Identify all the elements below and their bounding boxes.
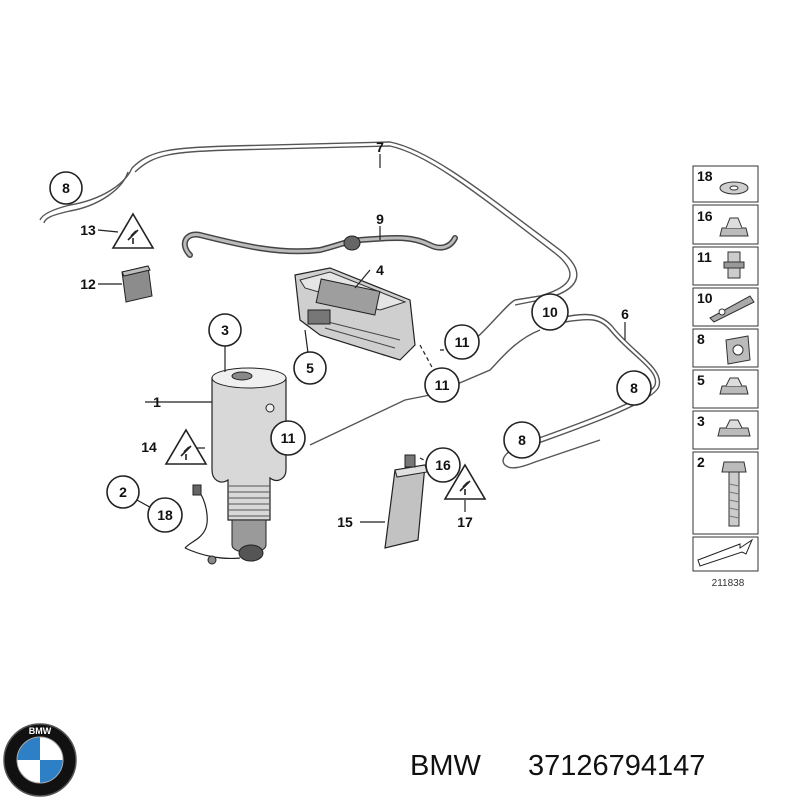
callout-16: 16 — [425, 447, 461, 483]
label-13: 13 — [80, 222, 96, 238]
callout-18: 18 — [147, 497, 183, 533]
callout-11-lower: 11 — [270, 420, 306, 456]
svg-text:5: 5 — [306, 360, 314, 376]
panel-label-16: 16 — [697, 208, 713, 224]
air-line-7 — [39, 141, 578, 306]
warning-triangle-13 — [111, 212, 155, 249]
bmw-logo-letters: BMW — [29, 726, 52, 736]
air-spring-strut — [211, 367, 287, 562]
sensor-wire — [184, 484, 241, 565]
panel-label-8: 8 — [697, 331, 705, 347]
panel-nut-3 — [717, 419, 751, 437]
panel-fitting-11 — [723, 251, 745, 279]
panel-label-11: 11 — [697, 249, 712, 265]
svg-text:11: 11 — [455, 334, 470, 350]
control-unit — [384, 454, 428, 549]
relay — [121, 265, 153, 303]
panel-washer — [719, 181, 749, 195]
warning-triangle-14 — [164, 428, 208, 465]
svg-text:10: 10 — [542, 304, 558, 320]
panel-bracket-8 — [725, 335, 751, 365]
callout-2: 2 — [106, 475, 140, 509]
label-12: 12 — [80, 276, 96, 292]
label-15: 15 — [337, 514, 353, 530]
label-1: 1 — [153, 394, 161, 410]
panel-label-5: 5 — [697, 372, 705, 388]
panel-label-18: 18 — [697, 168, 713, 184]
panel-nut-5 — [719, 377, 749, 395]
panel-nut-16 — [719, 217, 749, 237]
label-7: 7 — [376, 139, 384, 155]
caption-part-number: 37126794147 — [528, 750, 705, 782]
svg-text:16: 16 — [435, 457, 451, 473]
air-compressor — [294, 267, 416, 361]
panel-label-10: 10 — [697, 290, 713, 306]
svg-text:3: 3 — [221, 322, 229, 338]
panel-label-3: 3 — [697, 413, 705, 429]
svg-text:8: 8 — [62, 180, 70, 196]
callout-3: 3 — [208, 313, 242, 347]
bmw-logo: BMW — [3, 723, 77, 797]
label-9: 9 — [376, 211, 384, 227]
panel-label-2: 2 — [697, 454, 705, 470]
leader-lines — [97, 154, 626, 523]
callout-11-upper: 11 — [444, 324, 480, 360]
panel-clip-10 — [709, 295, 755, 323]
svg-text:8: 8 — [518, 432, 526, 448]
caption-brand: BMW — [410, 750, 482, 782]
svg-text:18: 18 — [157, 507, 173, 523]
callout-10: 10 — [531, 293, 569, 331]
vent-hose — [181, 231, 458, 258]
warning-triangle-17 — [443, 463, 487, 500]
callout-8-right: 8 — [616, 370, 652, 406]
callout-11-middle: 11 — [424, 367, 460, 403]
svg-text:8: 8 — [630, 380, 638, 396]
svg-text:2: 2 — [119, 484, 127, 500]
callout-8-bottom: 8 — [503, 421, 541, 459]
diagram-code: 211838 — [712, 578, 745, 589]
callout-8-left: 8 — [49, 171, 83, 205]
parts-panel: 18 16 11 10 8 5 3 2 — [692, 165, 759, 572]
svg-text:11: 11 — [281, 430, 296, 446]
label-6: 6 — [621, 306, 629, 322]
label-14: 14 — [141, 439, 157, 455]
label-4: 4 — [376, 262, 384, 278]
label-17: 17 — [457, 514, 473, 530]
svg-text:11: 11 — [435, 377, 450, 393]
callout-5: 5 — [293, 351, 327, 385]
panel-bolt-2 — [721, 461, 747, 527]
panel-arrow-icon — [697, 538, 754, 567]
